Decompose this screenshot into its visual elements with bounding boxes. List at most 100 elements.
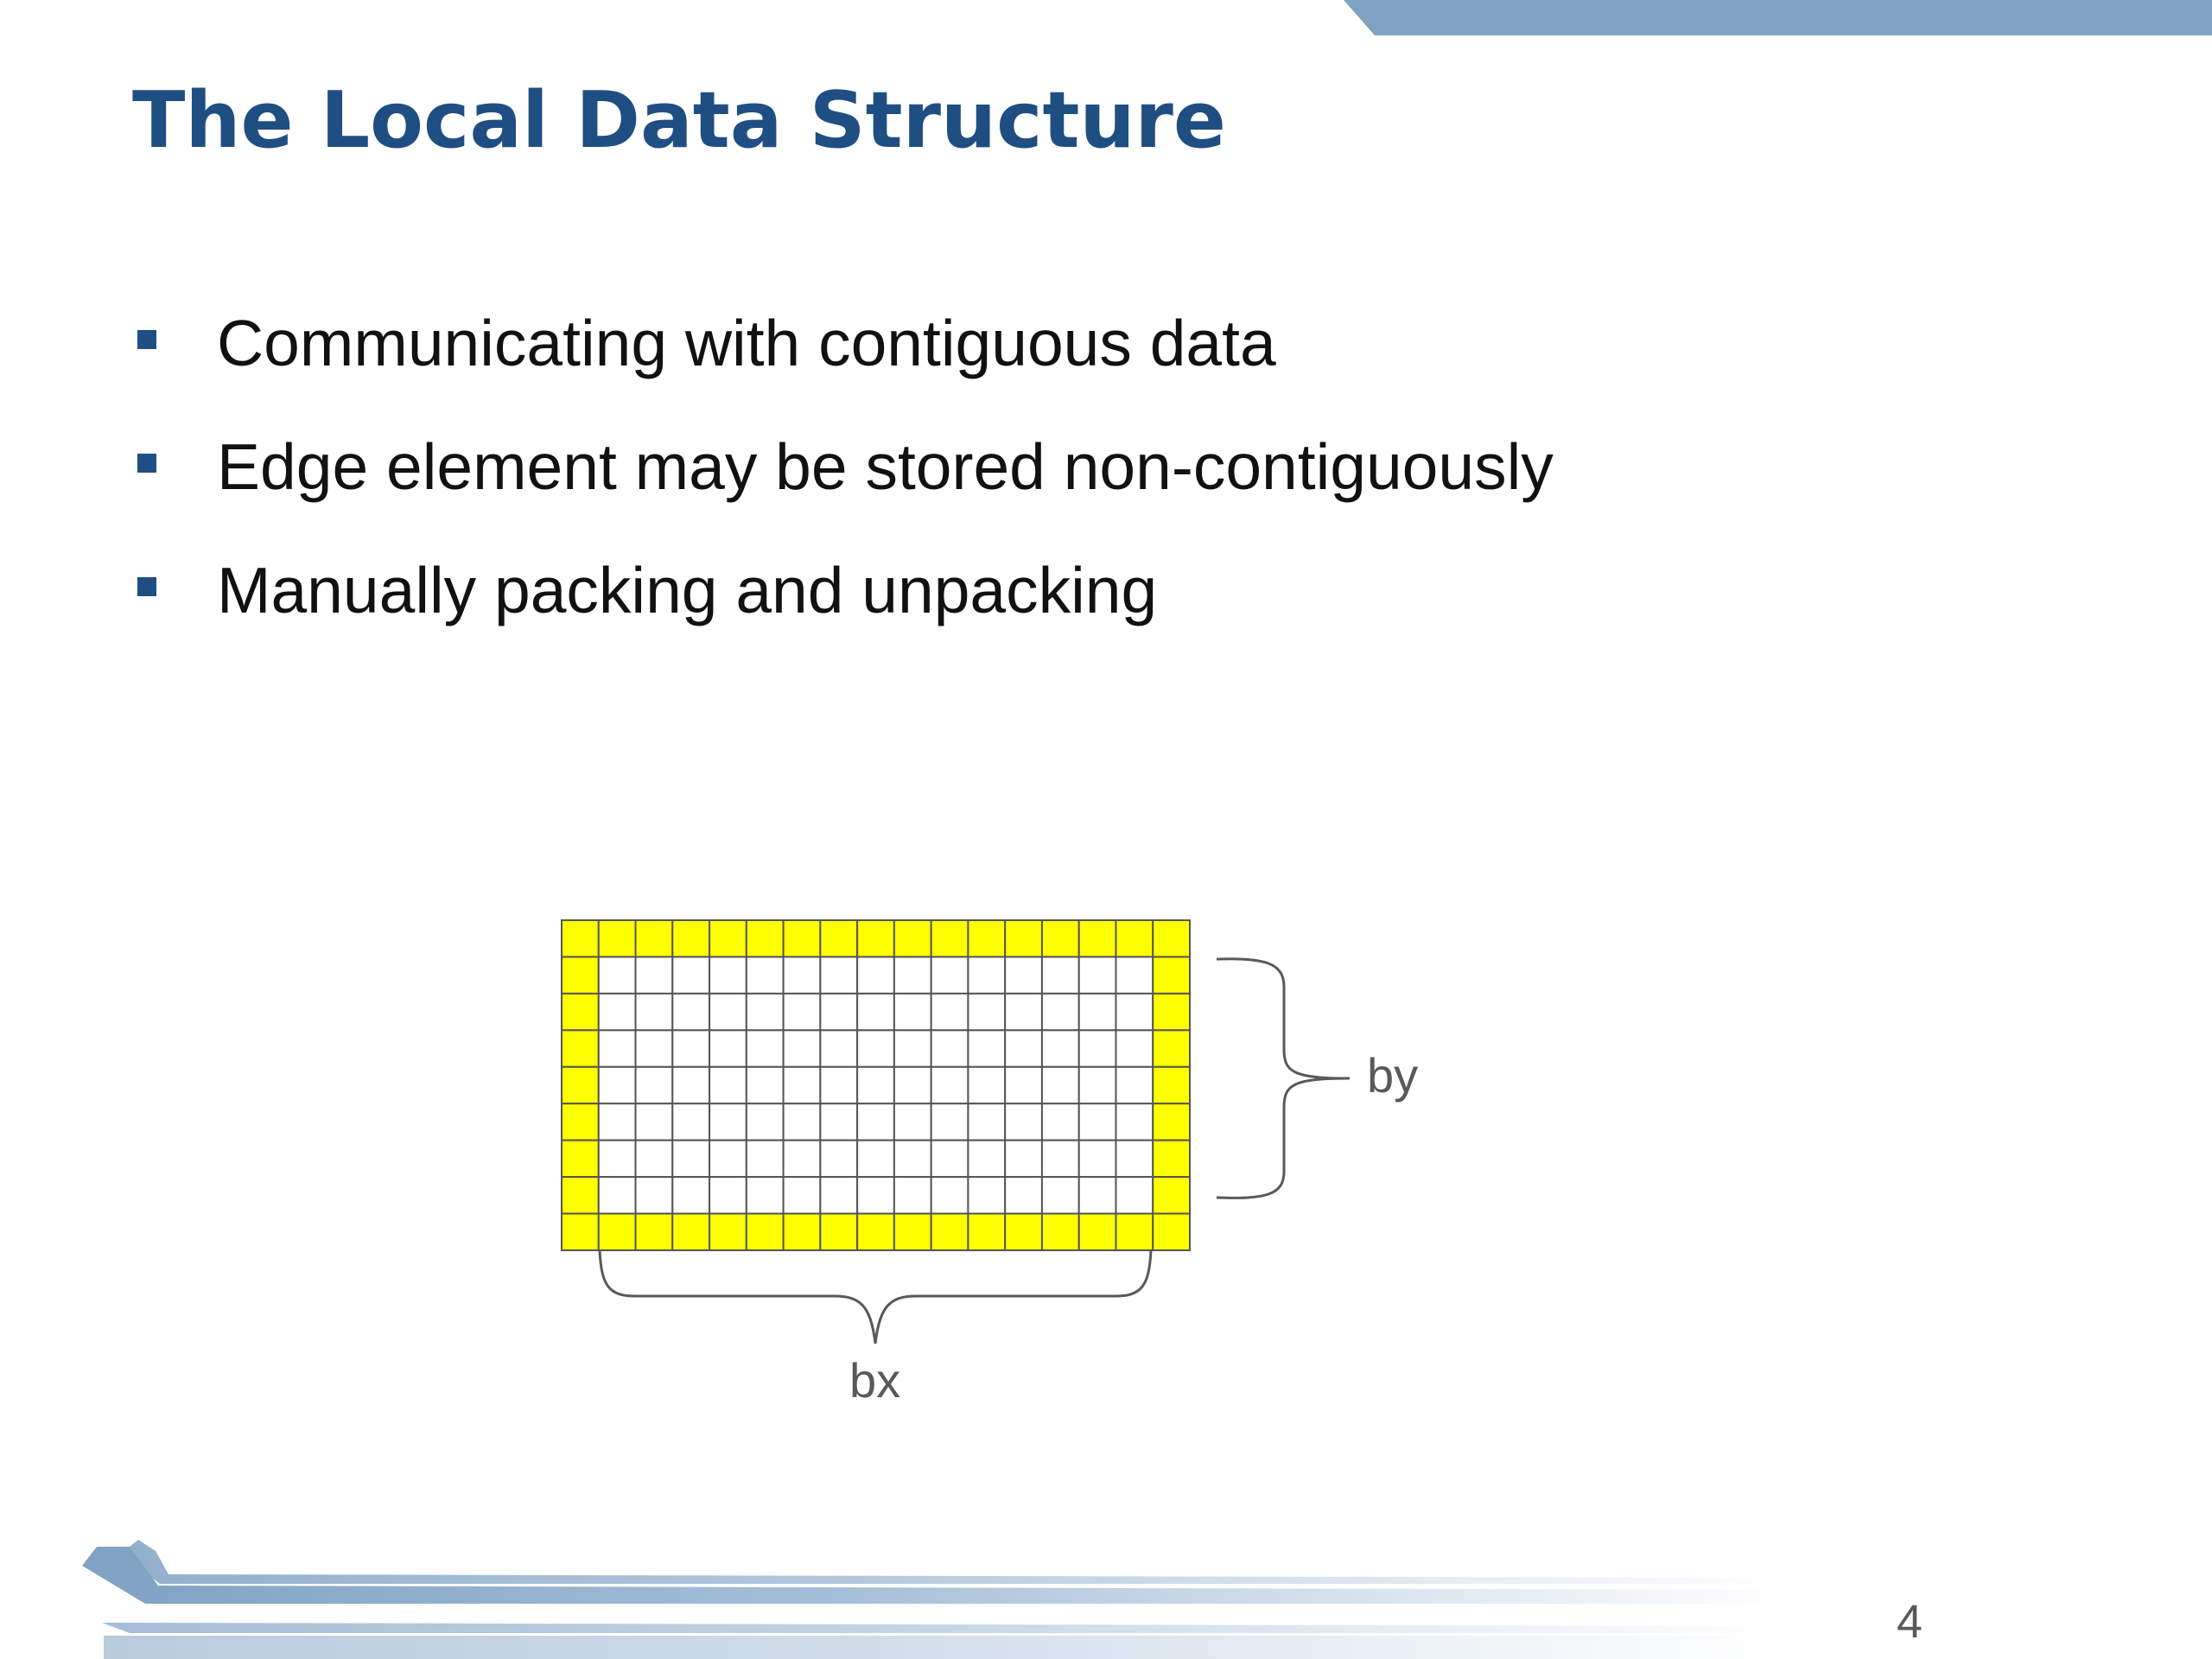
halo-cell xyxy=(1152,992,1191,1032)
interior-cell xyxy=(709,956,747,995)
interior-cell xyxy=(782,992,822,1032)
interior-cell xyxy=(634,1176,674,1215)
interior-cell xyxy=(1040,1103,1080,1141)
halo-cell xyxy=(1115,919,1154,958)
interior-cell xyxy=(1115,1139,1154,1179)
interior-cell xyxy=(967,1139,1007,1179)
halo-cell xyxy=(1077,919,1117,958)
interior-cell xyxy=(1040,956,1080,995)
interior-cell xyxy=(597,1065,637,1105)
halo-cell xyxy=(561,1176,600,1215)
halo-cell xyxy=(782,919,822,958)
interior-cell xyxy=(782,1139,822,1179)
interior-cell xyxy=(597,1103,637,1141)
interior-cell xyxy=(856,1065,895,1105)
bullet-square-icon xyxy=(137,330,156,349)
interior-cell xyxy=(1040,1176,1080,1215)
halo-cell xyxy=(745,1212,785,1252)
halo-cell xyxy=(1004,1212,1043,1252)
interior-cell xyxy=(1004,1065,1043,1105)
interior-cell xyxy=(893,1065,932,1105)
halo-cell xyxy=(709,1212,747,1252)
by-label: by xyxy=(1367,1048,1419,1103)
interior-cell xyxy=(1004,1103,1043,1141)
interior-cell xyxy=(597,1139,637,1179)
halo-cell xyxy=(782,1212,822,1252)
interior-cell xyxy=(1115,992,1154,1032)
interior-cell xyxy=(1077,1103,1117,1141)
interior-cell xyxy=(819,992,859,1032)
interior-cell xyxy=(782,1103,822,1141)
halo-cell xyxy=(671,919,711,958)
interior-cell xyxy=(930,1176,969,1215)
halo-cell xyxy=(1152,1176,1191,1215)
interior-cell xyxy=(1040,992,1080,1032)
interior-cell xyxy=(634,992,674,1032)
interior-cell xyxy=(1004,1176,1043,1215)
interior-cell xyxy=(967,1029,1007,1068)
interior-cell xyxy=(967,1176,1007,1215)
halo-cell xyxy=(561,992,600,1032)
footer-swoosh xyxy=(82,1540,1780,1659)
interior-cell xyxy=(1115,1065,1154,1105)
halo-cell xyxy=(561,956,600,995)
interior-cell xyxy=(634,956,674,995)
halo-cell xyxy=(856,919,895,958)
halo-cell xyxy=(856,1212,895,1252)
interior-cell xyxy=(709,992,747,1032)
bx-label: bx xyxy=(849,1353,901,1408)
interior-cell xyxy=(893,1176,932,1215)
bullet-text: Communicating with contiguous data xyxy=(217,307,1276,379)
halo-cell xyxy=(930,919,969,958)
interior-cell xyxy=(1077,1065,1117,1105)
interior-cell xyxy=(709,1103,747,1141)
interior-cell xyxy=(1004,1139,1043,1179)
interior-cell xyxy=(930,1029,969,1068)
interior-cell xyxy=(819,1176,859,1215)
interior-cell xyxy=(745,1065,785,1105)
interior-cell xyxy=(782,1065,822,1105)
interior-cell xyxy=(634,1139,674,1179)
by-brace xyxy=(1216,957,1351,1199)
halo-cell xyxy=(561,1029,600,1068)
interior-cell xyxy=(1077,1176,1117,1215)
interior-cell xyxy=(782,1029,822,1068)
interior-cell xyxy=(893,992,932,1032)
interior-cell xyxy=(893,1139,932,1179)
interior-cell xyxy=(1115,956,1154,995)
interior-cell xyxy=(634,1029,674,1068)
interior-cell xyxy=(745,1139,785,1179)
halo-cell xyxy=(561,1139,600,1179)
interior-cell xyxy=(967,1103,1007,1141)
bullet-text: Manually packing and unpacking xyxy=(217,554,1158,626)
interior-cell xyxy=(597,1029,637,1068)
interior-cell xyxy=(782,956,822,995)
halo-cell xyxy=(967,919,1007,958)
interior-cell xyxy=(671,1176,711,1215)
interior-cell xyxy=(1040,1065,1080,1105)
interior-cell xyxy=(597,956,637,995)
bx-brace xyxy=(598,1249,1153,1344)
bullet-square-icon xyxy=(137,577,156,596)
interior-cell xyxy=(1115,1029,1154,1068)
halo-cell xyxy=(819,919,859,958)
interior-cell xyxy=(745,1029,785,1068)
halo-cell xyxy=(745,919,785,958)
interior-cell xyxy=(930,956,969,995)
interior-cell xyxy=(930,1139,969,1179)
interior-cell xyxy=(967,992,1007,1032)
interior-cell xyxy=(1004,956,1043,995)
halo-cell xyxy=(1152,1065,1191,1105)
interior-cell xyxy=(819,1029,859,1068)
interior-cell xyxy=(671,1029,711,1068)
interior-cell xyxy=(597,1176,637,1215)
halo-cell xyxy=(561,1103,600,1141)
halo-cell xyxy=(1152,1029,1191,1068)
interior-cell xyxy=(930,992,969,1032)
interior-cell xyxy=(745,1176,785,1215)
interior-cell xyxy=(1004,992,1043,1032)
interior-cell xyxy=(1115,1176,1154,1215)
halo-cell xyxy=(1115,1212,1154,1252)
interior-cell xyxy=(967,1065,1007,1105)
halo-cell xyxy=(1152,1139,1191,1179)
